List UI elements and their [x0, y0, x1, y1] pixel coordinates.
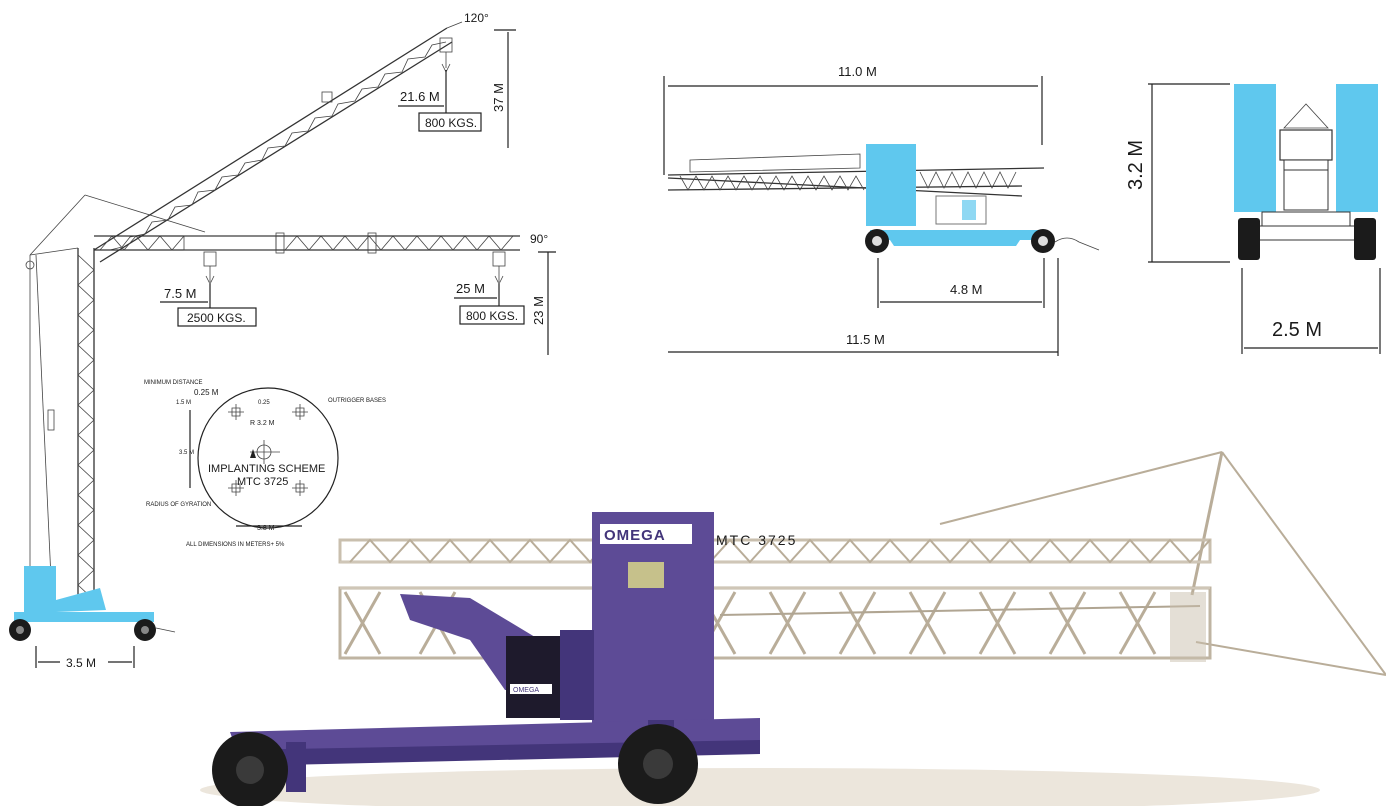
boom-length-label: 11.0 M — [838, 64, 877, 79]
angle-90-label: 90° — [530, 232, 548, 246]
implanting-scheme-model: MTC 3725 — [237, 476, 288, 488]
horizontal-jib — [94, 232, 520, 285]
crane-photo: MTC 3725 OMEGA OMEGA — [200, 451, 1386, 811]
cab-brand-label: OMEGA — [604, 527, 666, 544]
implanting-scheme-title: IMPLANTING SCHEME — [208, 463, 325, 475]
elevation-base — [9, 566, 176, 641]
implanting-scheme: MINIMUM DISTANCE 0.25 M 0.25 1.5 M R 3.2… — [144, 380, 386, 548]
elevation-diagram: 120° 37 M 21.6 M 800 KGS. 90° 7.5 M 2500… — [9, 11, 556, 670]
dimensions-footnote: ALL DIMENSIONS IN METERS+ 5% — [186, 542, 285, 548]
side-distance-value: 3.5 M — [179, 450, 194, 456]
radius-3-2m-label: R 3.2 M — [250, 420, 275, 427]
engine-brand-label: OMEGA — [513, 687, 539, 694]
folded-boom: MTC 3725 — [338, 532, 1212, 662]
front-height-label: 3.2 M — [1125, 140, 1147, 190]
load-2500-label: 2500 KGS. — [187, 311, 246, 325]
height-23m-label: 23 M — [531, 296, 546, 325]
crane-mast — [25, 194, 206, 601]
radius-7-5m-label: 7.5 M — [164, 286, 197, 301]
minimum-distance-label: MINIMUM DISTANCE — [144, 380, 203, 386]
inclined-jib — [93, 21, 463, 263]
radius-21-6m-label: 21.6 M — [400, 89, 440, 104]
boom-model-plate: MTC 3725 — [716, 532, 797, 548]
load-800-top-label: 800 KGS. — [425, 116, 477, 130]
outrigger-bases-label: OUTRIGGER BASES — [328, 398, 386, 404]
height-37m-label: 37 M — [491, 83, 506, 112]
overall-length-label: 11.5 M — [846, 332, 885, 347]
load-800-far-label: 800 KGS. — [466, 309, 518, 323]
front-width-label: 2.5 M — [1272, 319, 1322, 341]
elevation-dimensions: 120° 37 M 21.6 M 800 KGS. 90° 7.5 M 2500… — [35, 11, 556, 670]
offset-small-value: 0.25 — [258, 400, 270, 406]
side-view: 11.0 M 4.8 M 11.5 M — [663, 64, 1100, 356]
radius-25m-label: 25 M — [456, 281, 485, 296]
axle-distance-label: 4.8 M — [950, 282, 983, 297]
radius-of-gyration-label: RADIUS OF GYRATION — [146, 502, 211, 508]
crane-wheels — [212, 724, 698, 808]
angle-120-label: 120° — [464, 11, 489, 25]
min-distance-value: 0.25 M — [194, 388, 219, 397]
front-view: 3.2 M 2.5 M — [1125, 83, 1381, 354]
offset-left-value: 1.5 M — [176, 400, 191, 406]
wheelbase-3-5m-label: 3.5 M — [66, 656, 96, 670]
base-width-value: 3.8 M — [257, 525, 275, 532]
